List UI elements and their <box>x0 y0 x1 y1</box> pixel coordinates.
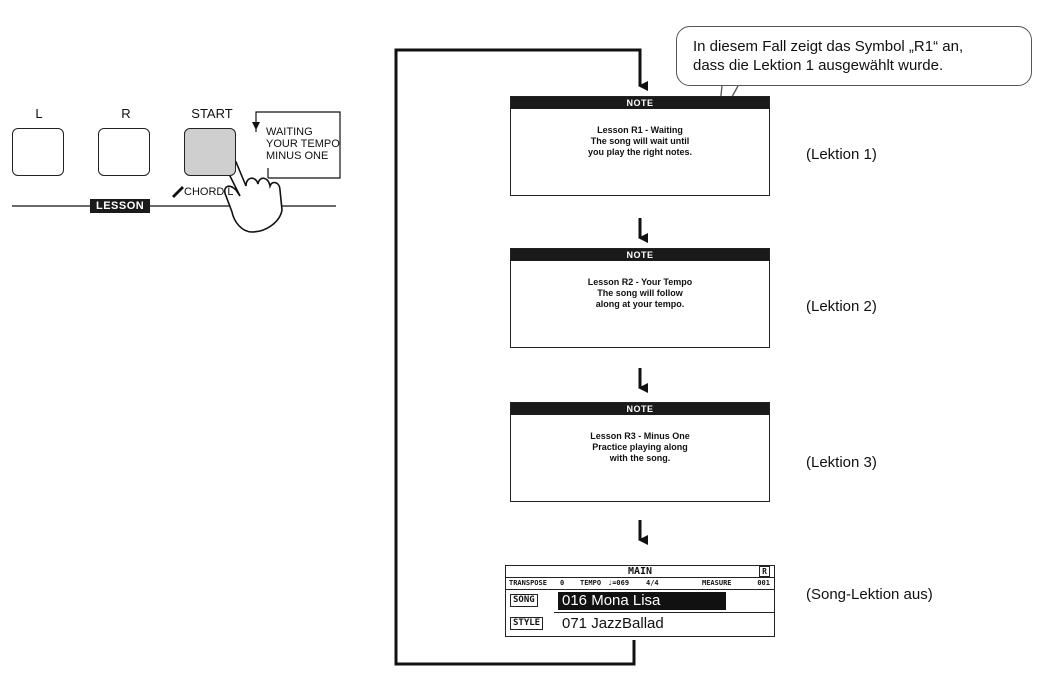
note-line: with the song. <box>609 453 671 463</box>
note-line: Lesson R2 - Your Tempo <box>587 277 693 287</box>
button-label-l: L <box>35 106 43 121</box>
transpose-value: 0 <box>560 579 565 587</box>
start-button[interactable] <box>184 128 236 176</box>
style-tag: STYLE <box>510 617 544 630</box>
step-label-song-lesson-off: (Song-Lektion aus) <box>806 586 933 603</box>
song-tag: SONG <box>510 594 538 607</box>
loop-line <box>394 48 648 666</box>
note-header: NOTE <box>511 97 769 109</box>
time-signature: 4/4 <box>646 579 659 587</box>
chord-mark-icon <box>172 186 184 198</box>
note-line: along at your tempo. <box>595 299 685 309</box>
note-screen-lesson-3: NOTE Lesson R3 - Minus One Practice play… <box>510 402 770 502</box>
mode-your-tempo: YOUR TEMPO <box>266 138 340 150</box>
song-row: SONG 016 Mona Lisa <box>506 590 774 612</box>
hand-icon <box>223 158 283 233</box>
tempo-value: ♩=069 <box>608 579 630 587</box>
mode-minus-one: MINUS ONE <box>266 150 329 162</box>
style-row: STYLE 071 JazzBallad <box>506 613 774 635</box>
note-header: NOTE <box>511 249 769 261</box>
style-value: 071 JazzBallad <box>562 615 664 632</box>
step-label-lesson-2: (Lektion 2) <box>806 298 877 315</box>
mode-waiting: WAITING <box>266 126 313 138</box>
note-line: Lesson R1 - Waiting <box>597 125 683 135</box>
display-status-bar: TRANSPOSE 0 TEMPO ♩=069 4/4 MEASURE 001 <box>506 577 774 590</box>
step-label-lesson-1: (Lektion 1) <box>806 146 877 163</box>
button-label-r: R <box>121 106 131 121</box>
callout-line-1: In diesem Fall zeigt das Symbol „R1“ an, <box>693 38 964 55</box>
tempo-label: TEMPO <box>580 579 602 587</box>
chord-l-label: CHORD L <box>184 186 234 198</box>
mode-bracket-arrow <box>252 122 260 130</box>
note-header: NOTE <box>511 403 769 415</box>
lesson-mode-list: WAITING YOUR TEMPO MINUS ONE <box>266 126 340 162</box>
step-label-lesson-3: (Lektion 3) <box>806 454 877 471</box>
note-line: Lesson R3 - Minus One <box>590 431 690 441</box>
mode-bracket <box>255 111 341 179</box>
song-value: 016 Mona Lisa <box>558 592 726 610</box>
r-button[interactable] <box>98 128 150 176</box>
measure-label: MEASURE <box>702 579 732 587</box>
transpose-label: TRANSPOSE <box>509 579 547 587</box>
main-display: MAIN R TRANSPOSE 0 TEMPO ♩=069 4/4 MEASU… <box>505 565 775 637</box>
note-line: Practice playing along <box>592 442 688 452</box>
note-line: The song will wait until <box>590 136 690 146</box>
right-part-indicator: R <box>759 566 770 577</box>
button-label-start: START <box>191 106 233 121</box>
note-screen-lesson-2: NOTE Lesson R2 - Your Tempo The song wil… <box>510 248 770 348</box>
note-line: The song will follow <box>597 288 683 298</box>
note-screen-lesson-1: NOTE Lesson R1 - Waiting The song will w… <box>510 96 770 196</box>
measure-value: 001 <box>757 579 770 587</box>
display-title: MAIN <box>627 566 653 577</box>
callout-bubble: In diesem Fall zeigt das Symbol „R1“ an,… <box>676 26 1032 86</box>
note-line: you play the right notes. <box>587 147 692 157</box>
l-button[interactable] <box>12 128 64 176</box>
lesson-label: LESSON <box>90 199 151 213</box>
callout-line-2: dass die Lektion 1 ausgewählt wurde. <box>693 57 944 74</box>
